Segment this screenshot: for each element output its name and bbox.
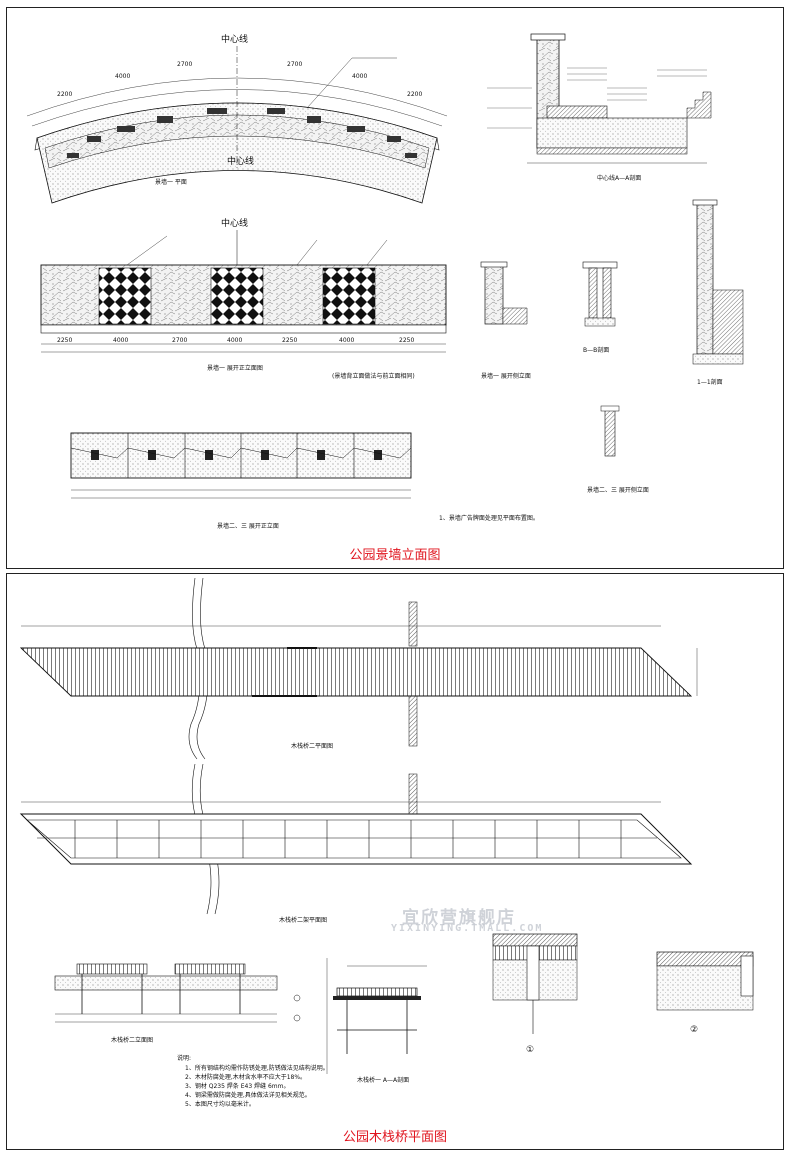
detail-1-label: ① bbox=[526, 1045, 534, 1055]
center-line-label: 中心线 bbox=[227, 155, 254, 167]
bb-section-title: B—B剖面 bbox=[583, 346, 609, 354]
plan-title: 景墙一 平面 bbox=[155, 178, 187, 186]
dim-text: 4000 bbox=[339, 337, 354, 344]
wall1-front-title: 景墙一 展开正立面图 bbox=[207, 364, 263, 372]
center-line-label: 中心线 bbox=[221, 33, 248, 45]
dim-text: 2250 bbox=[57, 337, 72, 344]
boardwalk-panel-caption: 公园木栈桥平面图 bbox=[342, 1130, 447, 1145]
boardwalk-notes: 说明: 1、所有钢结构均需作防锈处理,防锈做法见结构说明。 2、木材防腐处理,木… bbox=[177, 1054, 329, 1108]
elevation-title: 木栈桥二立面图 bbox=[111, 1036, 153, 1044]
note-line: 4、钢梁需做防腐处理,具体做法详见相关规范。 bbox=[185, 1091, 311, 1099]
note-line: 5、本图尺寸均以毫米计。 bbox=[185, 1100, 255, 1108]
wall1-note: (景墙背立面做法与前立面相同) bbox=[332, 372, 415, 380]
dim-text: 2700 bbox=[172, 337, 187, 344]
dim-text: 4000 bbox=[113, 337, 128, 344]
dim-text: 2250 bbox=[282, 337, 297, 344]
center-line-label: 中心线 bbox=[221, 217, 248, 229]
wall23-side-elevation: 景墙二、三 展开侧立面 bbox=[587, 405, 649, 494]
aa-section-title-bridge: 木栈桥一 A—A剖面 bbox=[357, 1076, 409, 1084]
wall23-front-elevation: 景墙二、三 展开正立面 bbox=[70, 432, 412, 530]
wall-plan-view: 中心线 中心线 2200 4000 2700 2700 4000 2200 景墙… bbox=[26, 33, 448, 204]
deck-plan-title: 木栈桥二平面图 bbox=[291, 742, 333, 750]
detail-2-label: ② bbox=[690, 1025, 698, 1035]
wall1-front-elevation: 中心线 2250 4000 2700 4000 2250 4000 2250 景… bbox=[40, 217, 447, 380]
detail-2-view: ② bbox=[656, 951, 754, 1035]
notes-title: 说明: bbox=[177, 1054, 191, 1062]
dim-text: 4000 bbox=[352, 73, 367, 80]
note-line: 3、钢材 Q235 焊条 E43 焊缝 6mm。 bbox=[185, 1082, 289, 1090]
boardwalk-aa-section: 木栈桥一 A—A剖面 bbox=[293, 958, 427, 1084]
aa-section-title: 中心线A—A剖面 bbox=[597, 174, 641, 182]
wall23-front-title: 景墙二、三 展开正立面 bbox=[217, 522, 279, 530]
wall23-side-title: 景墙二、三 展开侧立面 bbox=[587, 486, 649, 494]
section-11-view: 1—1剖面 bbox=[692, 199, 744, 386]
watermark-text: 宜欣营旗舰店 bbox=[402, 908, 516, 928]
dim-text: 2200 bbox=[57, 91, 72, 98]
watermark-url: YIXINYING.TMALL.COM bbox=[391, 923, 544, 934]
wall-elevation-drawing: 中心线 中心线 2200 4000 2700 2700 4000 2200 景墙… bbox=[26, 33, 744, 530]
boardwalk-panel: 木栈桥二平面图 木栈桥二架平面图 bbox=[6, 573, 784, 1150]
aa-section-view: 中心线A—A剖面 bbox=[487, 33, 712, 182]
dim-text: 2700 bbox=[177, 61, 192, 68]
detail-1-view: ① bbox=[492, 933, 578, 1055]
wall1-side-title: 景墙一 展开侧立面 bbox=[481, 372, 531, 380]
note-line: 2、木材防腐处理,木材含水率不应大于18%。 bbox=[185, 1073, 306, 1081]
dim-text: 2250 bbox=[399, 337, 414, 344]
dim-text: 2700 bbox=[287, 61, 302, 68]
dim-text: 2200 bbox=[407, 91, 422, 98]
frame-plan-title: 木栈桥二架平面图 bbox=[279, 916, 327, 924]
wall1-side-elevation: 景墙一 展开侧立面 bbox=[480, 261, 531, 380]
wall-elevation-panel: 中心线 中心线 2200 4000 2700 2700 4000 2200 景墙… bbox=[6, 7, 784, 569]
frame-plan-view: 木栈桥二架平面图 bbox=[19, 801, 693, 924]
boardwalk-elevation-view: 木栈桥二立面图 bbox=[54, 963, 278, 1044]
deck-plan-view: 木栈桥二平面图 bbox=[19, 625, 698, 750]
section-11-title: 1—1剖面 bbox=[697, 378, 723, 386]
bb-section-view: B—B剖面 bbox=[582, 261, 618, 354]
note-line: 1、所有钢结构均需作防锈处理,防锈做法见结构说明。 bbox=[185, 1064, 329, 1072]
dim-text: 4000 bbox=[115, 73, 130, 80]
wall-note: 1、景墙广告牌面处理见平面布置图。 bbox=[439, 514, 539, 522]
boardwalk-drawing: 木栈桥二平面图 木栈桥二架平面图 bbox=[19, 577, 754, 1108]
dim-text: 4000 bbox=[227, 337, 242, 344]
wall-panel-caption: 公园景墙立面图 bbox=[349, 548, 441, 563]
